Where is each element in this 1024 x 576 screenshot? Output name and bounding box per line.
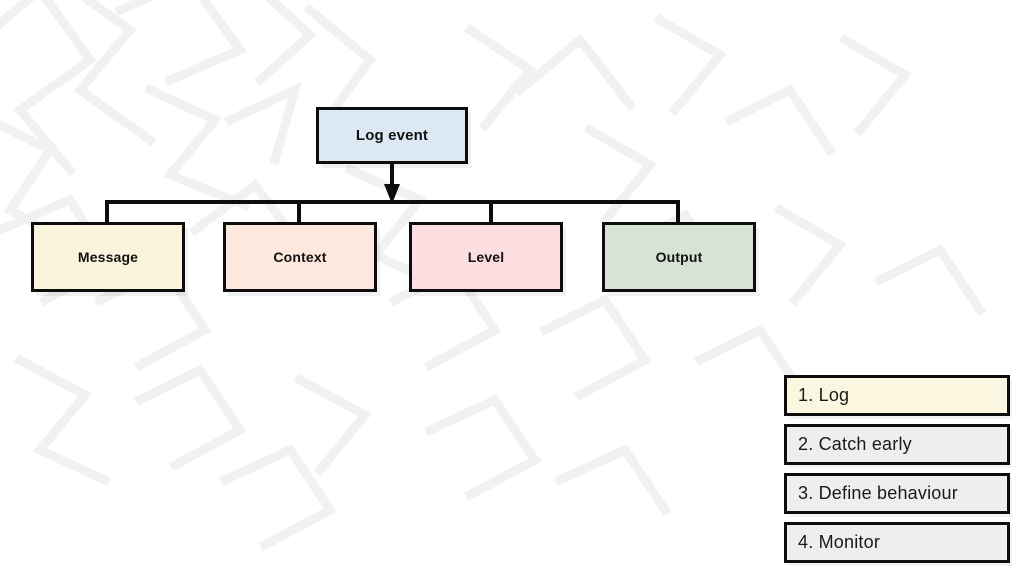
node-output[interactable]: Output	[602, 222, 756, 292]
list-item-text: 4. Monitor	[798, 532, 881, 552]
list-item-text: 3. Define behaviour	[798, 483, 958, 503]
node-level[interactable]: Level	[409, 222, 563, 292]
node-output-label: Output	[655, 249, 703, 265]
node-message-label: Message	[77, 249, 139, 265]
node-log-event[interactable]: Log event	[316, 107, 468, 164]
node-context-label: Context	[273, 249, 327, 265]
step-list: 1. Log 2. Catch early 3. Define behaviou…	[784, 375, 1010, 571]
list-item[interactable]: 4. Monitor	[784, 522, 1010, 563]
node-log-event-label: Log event	[355, 127, 429, 144]
list-item[interactable]: 2. Catch early	[784, 424, 1010, 465]
node-context[interactable]: Context	[223, 222, 377, 292]
list-item-text: 1. Log	[798, 385, 850, 405]
list-item-text: 2. Catch early	[798, 434, 912, 454]
node-message[interactable]: Message	[31, 222, 185, 292]
node-level-label: Level	[467, 249, 505, 265]
list-item[interactable]: 3. Define behaviour	[784, 473, 1010, 514]
list-item[interactable]: 1. Log	[784, 375, 1010, 416]
